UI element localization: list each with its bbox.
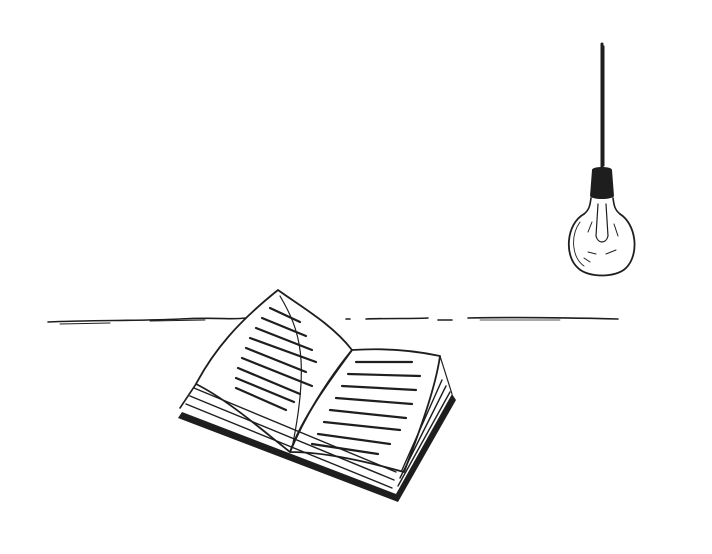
left-page-text bbox=[234, 306, 318, 412]
book-icon bbox=[178, 289, 456, 502]
light-bulb-icon bbox=[567, 42, 636, 277]
horizon-line bbox=[47, 316, 619, 325]
right-page-text bbox=[310, 360, 422, 456]
